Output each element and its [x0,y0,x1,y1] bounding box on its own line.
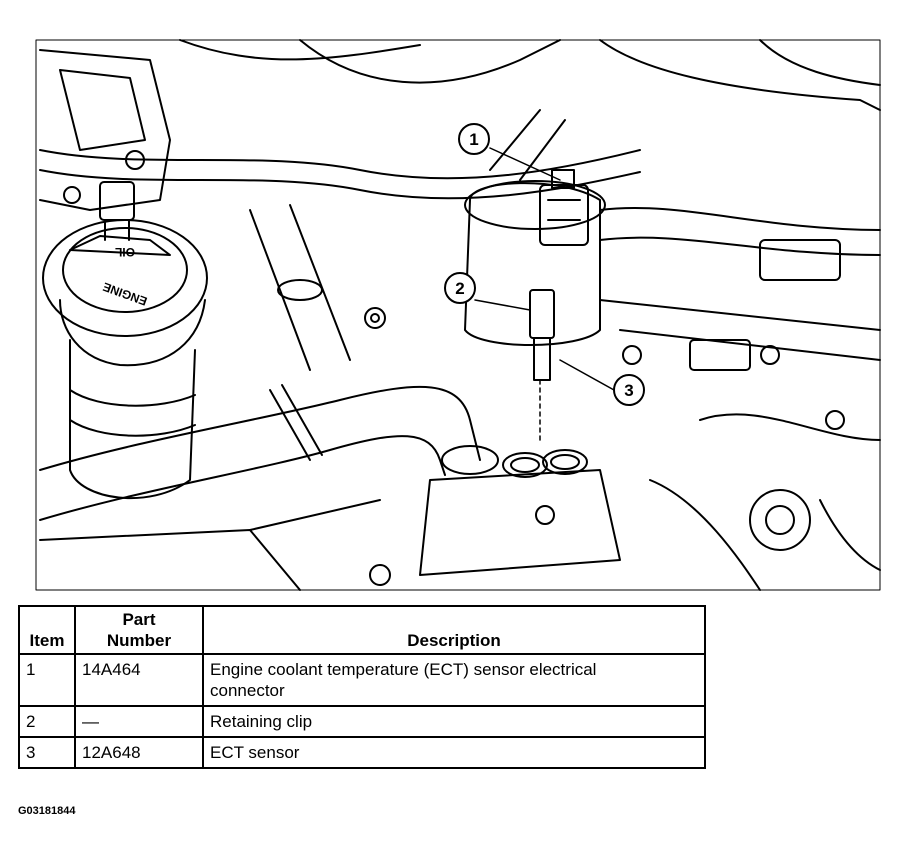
header-description: Description [202,605,706,655]
header-item: Item [18,605,76,655]
callout-2-label: 2 [455,279,464,298]
parts-table: Item Part Number Description 1 14A464 En… [18,605,706,769]
table-header-row: Item Part Number Description [18,605,706,655]
oil-cap-lettering-top: OIL [115,245,135,259]
callout-1: 1 [458,123,490,155]
table-row: 2 — Retaining clip [18,705,706,738]
callout-3-label: 3 [624,381,633,400]
cell-item: 3 [18,736,76,769]
oil-cap [42,219,208,337]
engine-illustration: 1 2 3 OIL ENGINE [35,39,881,591]
figure-id: G03181844 [18,805,76,817]
cell-part-number: 12A648 [74,736,204,769]
table-row: 1 14A464 Engine coolant temperature (ECT… [18,653,706,707]
cell-part-number: 14A464 [74,653,204,707]
table-row: 3 12A648 ECT sensor [18,736,706,769]
cell-description-line2: connector [210,681,285,700]
header-part-number: Part Number [74,605,204,655]
cell-description: ECT sensor [202,736,706,769]
header-part-number-line2: Number [106,631,172,650]
cell-description: Engine coolant temperature (ECT) sensor … [202,653,706,707]
cell-item: 2 [18,705,76,738]
cell-part-number: — [74,705,204,738]
oil-cap-lettering-bottom: ENGINE [101,280,149,309]
callout-1-label: 1 [469,130,478,149]
cell-description: Retaining clip [202,705,706,738]
callout-3: 3 [613,374,645,406]
cell-item: 1 [18,653,76,707]
cell-description-line1: Engine coolant temperature (ECT) sensor … [210,660,597,679]
engine-line-drawing: 1 2 3 OIL ENGINE [35,39,881,591]
header-part-number-line1: Part [122,610,156,629]
callout-2: 2 [444,272,476,304]
